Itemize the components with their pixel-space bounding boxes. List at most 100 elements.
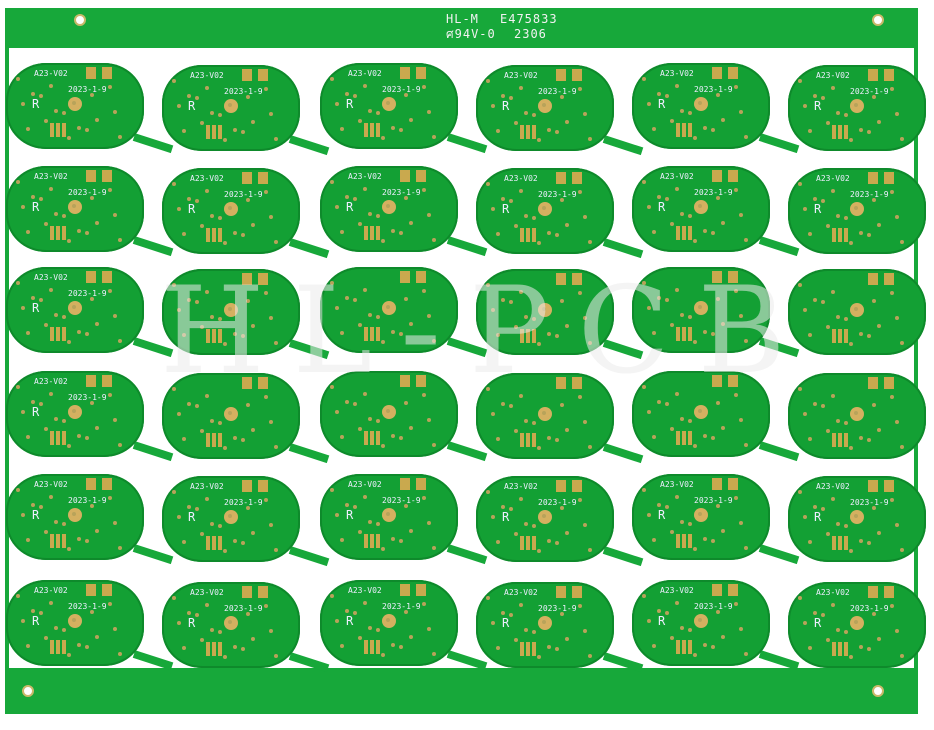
via (399, 128, 403, 132)
via (274, 137, 278, 141)
via (62, 628, 66, 632)
breakaway-tab (132, 236, 174, 257)
via (386, 512, 390, 516)
via (177, 207, 181, 211)
via (427, 213, 431, 217)
via (867, 541, 871, 545)
version-label: A23-V02 (660, 172, 694, 181)
pad (676, 226, 680, 240)
via (228, 103, 232, 107)
via (77, 330, 81, 334)
via (491, 412, 495, 416)
marking-date-code: 2306 (514, 27, 547, 41)
via (716, 93, 720, 97)
via (422, 188, 426, 192)
via (391, 330, 395, 334)
pad (556, 377, 566, 389)
via (218, 216, 222, 220)
pad (556, 172, 566, 184)
via (693, 239, 697, 243)
via (353, 94, 357, 98)
via (113, 418, 117, 422)
via (85, 436, 89, 440)
via (422, 85, 426, 89)
via (859, 436, 863, 440)
via (808, 437, 812, 441)
via (501, 298, 505, 302)
pad (838, 433, 842, 447)
via (547, 539, 551, 543)
pad (212, 125, 216, 139)
pcb-board (162, 269, 300, 355)
via (744, 443, 748, 447)
via (509, 199, 513, 203)
date-label: 2023-1-9 (850, 87, 889, 96)
via (26, 127, 30, 131)
via (491, 308, 495, 312)
date-label: 2023-1-9 (224, 604, 263, 613)
via (836, 214, 840, 218)
ref-label: R (346, 508, 354, 522)
via (205, 290, 209, 294)
via (734, 289, 738, 293)
pad (56, 640, 60, 654)
via (16, 180, 20, 184)
via (353, 611, 357, 615)
via (368, 109, 372, 113)
via (251, 120, 255, 124)
via (77, 434, 81, 438)
via (218, 421, 222, 425)
via (85, 128, 89, 132)
via (118, 443, 122, 447)
via (859, 231, 863, 235)
via (31, 92, 35, 96)
pad (218, 228, 222, 242)
via (391, 434, 395, 438)
via (537, 446, 541, 450)
via (665, 94, 669, 98)
via (264, 395, 268, 399)
via (31, 400, 35, 404)
via (831, 394, 835, 398)
ref-label: R (502, 616, 510, 630)
via (21, 205, 25, 209)
via (363, 601, 367, 605)
via (803, 104, 807, 108)
via (363, 187, 367, 191)
via (62, 419, 66, 423)
via (182, 232, 186, 236)
via (844, 524, 848, 528)
via (739, 314, 743, 318)
ref-label: R (658, 508, 666, 522)
via (693, 444, 697, 448)
via (675, 495, 679, 499)
version-label: A23-V02 (816, 588, 850, 597)
via (67, 340, 71, 344)
via (859, 645, 863, 649)
pad (86, 170, 96, 182)
via (335, 306, 339, 310)
via (803, 621, 807, 625)
via (813, 94, 817, 98)
via (537, 241, 541, 245)
version-label: A23-V02 (660, 69, 694, 78)
via (246, 95, 250, 99)
breakaway-tab (288, 443, 330, 464)
via (519, 394, 523, 398)
via (688, 315, 692, 319)
ref-label: R (188, 510, 196, 524)
via (831, 290, 835, 294)
version-label: A23-V02 (190, 174, 224, 183)
pad (884, 480, 894, 492)
via (734, 188, 738, 192)
date-label: 2023-1-9 (224, 190, 263, 199)
pcb-board (162, 373, 300, 459)
via (44, 636, 48, 640)
pad (832, 228, 836, 242)
via (798, 596, 802, 600)
